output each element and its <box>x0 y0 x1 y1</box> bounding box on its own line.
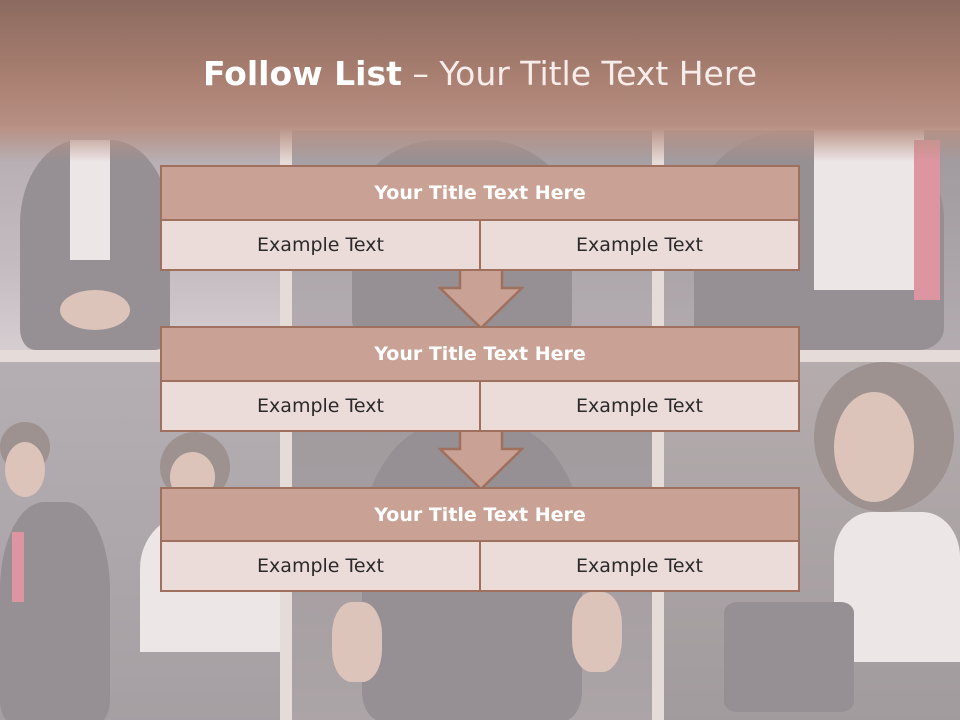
step-block-3: Your Title Text Here Example Text Exampl… <box>160 487 800 592</box>
step-cell-left: Example Text <box>160 542 481 592</box>
down-arrow-icon <box>438 268 524 330</box>
slide-title: Follow List – Your Title Text Here <box>0 54 960 93</box>
step-row: Example Text Example Text <box>160 542 800 592</box>
step-title: Your Title Text Here <box>160 487 800 542</box>
step-cell-right: Example Text <box>481 382 800 432</box>
step-title: Your Title Text Here <box>160 326 800 382</box>
step-cell-right: Example Text <box>481 221 800 271</box>
step-block-2: Your Title Text Here Example Text Exampl… <box>160 326 800 432</box>
header-band <box>0 0 960 162</box>
down-arrow-icon <box>438 429 524 491</box>
step-row: Example Text Example Text <box>160 221 800 271</box>
step-cell-left: Example Text <box>160 382 481 432</box>
step-row: Example Text Example Text <box>160 382 800 432</box>
step-cell-left: Example Text <box>160 221 481 271</box>
slide-title-rest: – Your Title Text Here <box>412 54 758 93</box>
slide-title-bold: Follow List <box>202 54 402 93</box>
step-title: Your Title Text Here <box>160 165 800 221</box>
step-cell-right: Example Text <box>481 542 800 592</box>
step-block-1: Your Title Text Here Example Text Exampl… <box>160 165 800 271</box>
